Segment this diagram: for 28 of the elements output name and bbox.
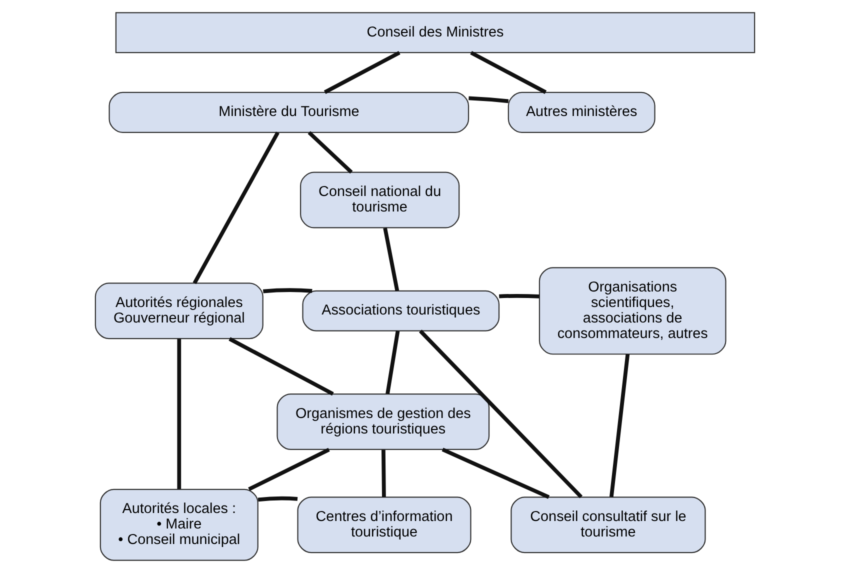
node-box: Conseil national du tourisme xyxy=(300,172,460,228)
node-box: Conseil des Ministres xyxy=(115,12,756,54)
node-box: Associations touristiques xyxy=(302,290,500,332)
connector xyxy=(324,50,400,94)
node-box: Autorités régionales Gouverneur régional xyxy=(94,282,264,340)
connector xyxy=(177,338,182,490)
connector xyxy=(248,448,330,491)
node-box: Autres ministères xyxy=(508,92,656,133)
connector xyxy=(192,132,280,284)
connector xyxy=(470,50,547,94)
connector xyxy=(308,131,353,174)
node-box: Centres d’information touristique xyxy=(297,496,472,554)
connector xyxy=(609,354,630,498)
connector xyxy=(383,228,400,292)
connector xyxy=(468,96,509,104)
node-box: Organisations scientifiques, associations de consommateurs, autres xyxy=(538,267,726,355)
connector xyxy=(263,288,312,294)
connector xyxy=(499,294,540,298)
node-box: Organismes de gestion des régions touristiques xyxy=(276,394,490,450)
connector xyxy=(382,450,386,498)
node-box: Conseil consultatif sur le tourisme xyxy=(510,496,706,554)
connector xyxy=(258,496,298,502)
connector xyxy=(228,337,334,396)
connector xyxy=(419,330,583,498)
connector xyxy=(442,448,550,499)
connector xyxy=(386,330,400,394)
node-box: Autorités locales : • Maire • Conseil municipal xyxy=(100,488,258,561)
node-box: Ministère du Tourisme xyxy=(108,92,470,133)
